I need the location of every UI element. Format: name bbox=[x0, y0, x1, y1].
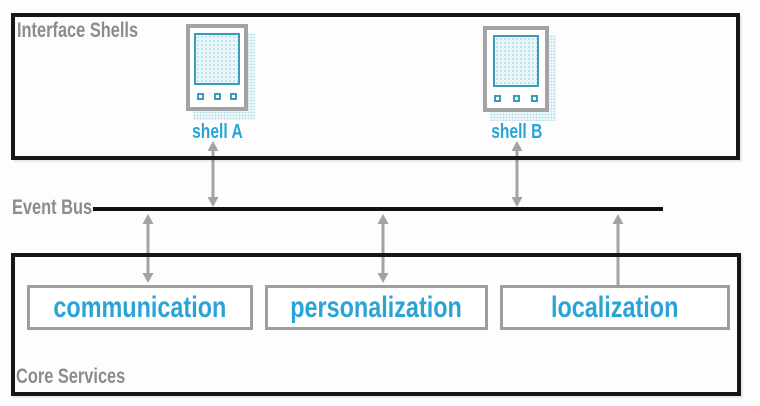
service-communication-label: communication bbox=[53, 290, 227, 324]
core-services-label-text: Core Services bbox=[16, 365, 126, 388]
shell-a-label: shell A bbox=[167, 121, 267, 144]
device-buttons bbox=[190, 93, 244, 100]
pda-device-icon-shell-b bbox=[483, 26, 556, 121]
event-bus-label: Event Bus bbox=[12, 196, 115, 220]
interface-shells-label-text: Interface Shells bbox=[17, 19, 139, 42]
core-services-box bbox=[11, 253, 741, 396]
device-button bbox=[531, 95, 538, 102]
arrow-bus-personalization bbox=[377, 214, 389, 283]
device-buttons bbox=[487, 95, 545, 102]
service-personalization-label: personalization bbox=[290, 290, 463, 324]
service-localization-label: localization bbox=[551, 290, 679, 324]
device-button bbox=[213, 93, 221, 100]
event-bus-label-text: Event Bus bbox=[12, 196, 93, 219]
shell-a-label-text: shell A bbox=[191, 121, 243, 143]
interface-shells-label: Interface Shells bbox=[17, 19, 172, 43]
device-button bbox=[494, 95, 501, 102]
arrow-bus-communication bbox=[142, 214, 154, 283]
device-screen bbox=[493, 35, 539, 87]
device-screen bbox=[194, 33, 240, 85]
service-box-personalization: personalization bbox=[265, 285, 488, 330]
service-box-communication: communication bbox=[27, 285, 253, 330]
device-button bbox=[230, 93, 237, 100]
event-bus-line bbox=[93, 207, 663, 211]
pda-device-icon-shell-a bbox=[186, 24, 255, 120]
device-body bbox=[186, 24, 248, 111]
shell-b-label: shell B bbox=[467, 121, 567, 144]
shell-b-label-text: shell B bbox=[491, 121, 543, 143]
device-button bbox=[197, 93, 204, 100]
device-button bbox=[512, 95, 520, 102]
core-services-label: Core Services bbox=[16, 365, 156, 389]
service-box-localization: localization bbox=[500, 285, 730, 330]
interface-shells-box bbox=[11, 13, 740, 160]
device-body bbox=[483, 26, 549, 112]
